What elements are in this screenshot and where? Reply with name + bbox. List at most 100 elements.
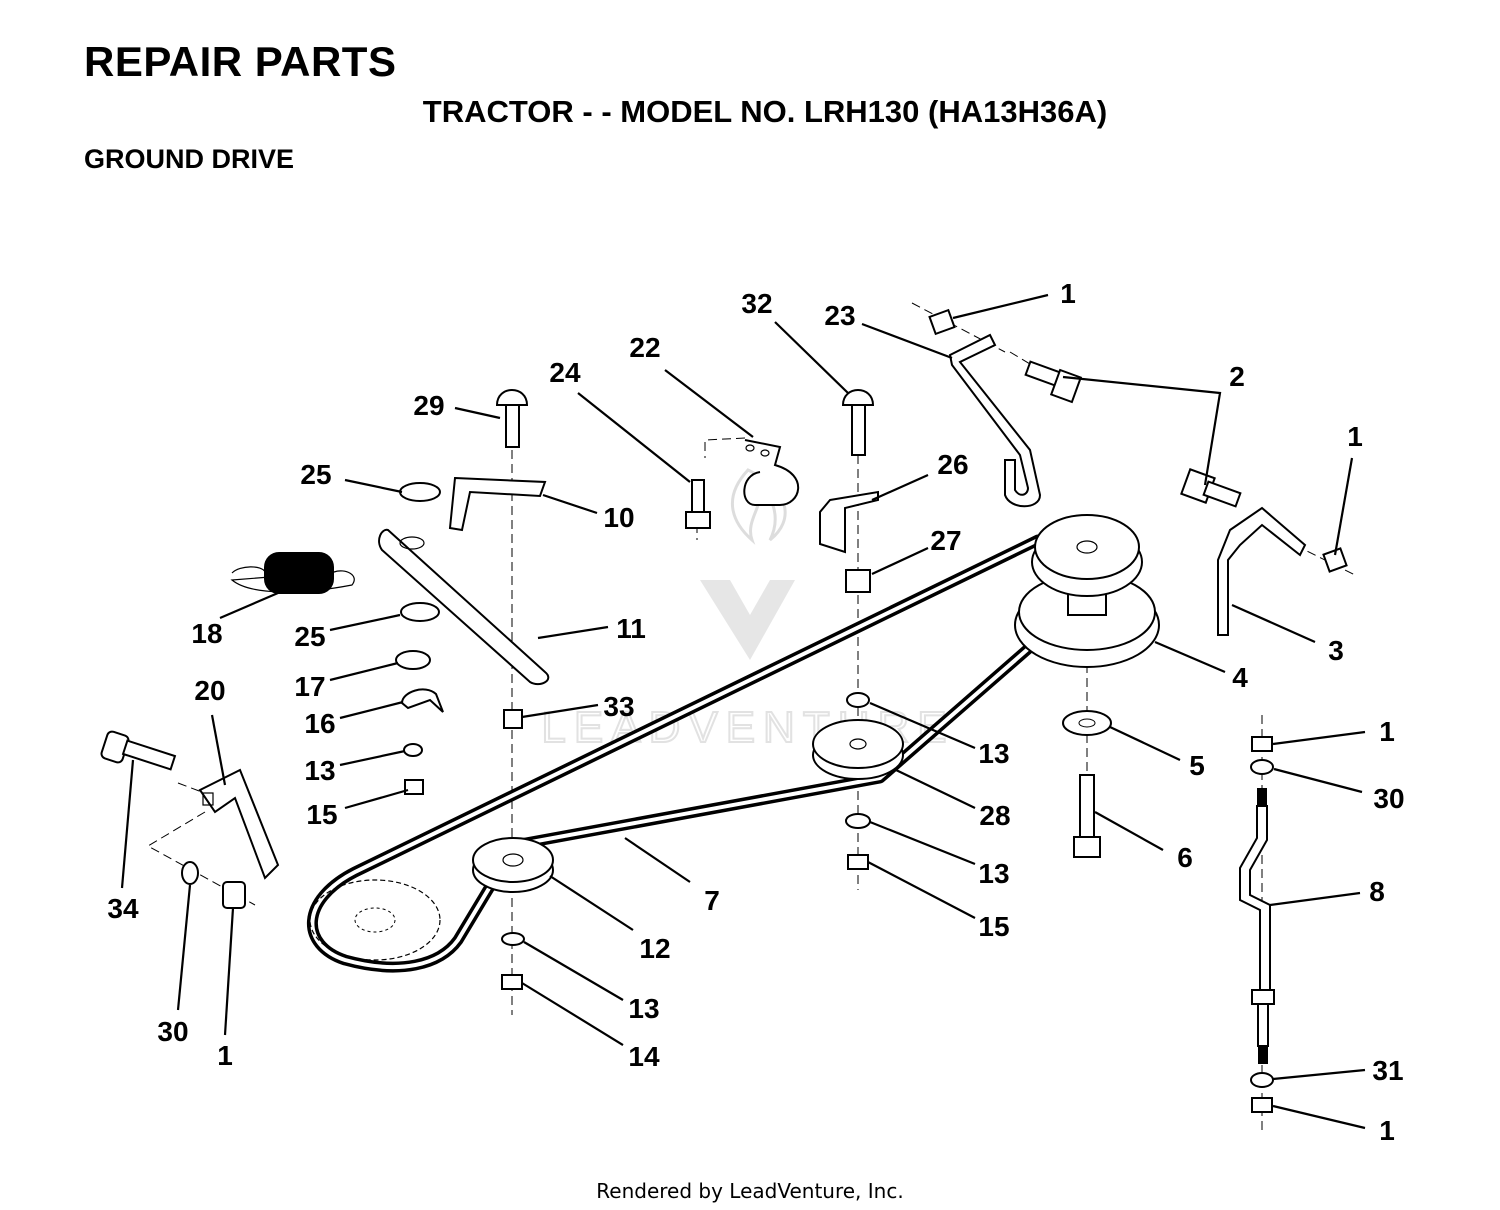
callout-label: 32 xyxy=(741,288,772,319)
bracket-22-body xyxy=(743,439,800,506)
spring-coil xyxy=(264,552,334,594)
leader xyxy=(329,661,399,682)
leader xyxy=(1062,375,1222,486)
bracket-20-assembly xyxy=(100,730,280,909)
nut-14 xyxy=(501,974,523,990)
callout-label: 29 xyxy=(413,390,444,421)
leader xyxy=(867,861,976,919)
idler-pulley-28 xyxy=(812,719,904,780)
leader xyxy=(210,714,227,786)
callout-label: 13 xyxy=(978,738,1009,769)
callout-label: 28 xyxy=(979,800,1010,831)
callout-label: 33 xyxy=(603,691,634,722)
callout-label: 13 xyxy=(628,993,659,1024)
center-hardware-stack xyxy=(819,389,879,870)
spacer-17 xyxy=(395,650,431,670)
callout-label: 4 xyxy=(1232,662,1248,693)
bracket-10 xyxy=(448,476,547,532)
callout-label: 3 xyxy=(1328,635,1344,666)
leader xyxy=(223,907,235,1036)
nut-1 xyxy=(222,881,246,909)
leader xyxy=(1272,730,1366,746)
bracket-26 xyxy=(819,490,879,554)
leader xyxy=(1273,767,1363,794)
bracket-20 xyxy=(198,768,280,880)
leader xyxy=(861,322,953,360)
washer-13-lower xyxy=(501,932,525,946)
idler-face xyxy=(472,837,554,883)
engine-pulley-assembly xyxy=(1014,514,1160,668)
callout-label: 16 xyxy=(304,708,335,739)
callout-label: 12 xyxy=(639,933,670,964)
leader xyxy=(1333,457,1354,556)
page-title: REPAIR PARTS xyxy=(84,38,397,85)
pulley-outline xyxy=(309,879,441,961)
arm-hole xyxy=(399,536,425,550)
bolt-2-upper xyxy=(1024,360,1083,404)
watermark-logo xyxy=(700,580,795,660)
bolt-2-lower xyxy=(1180,468,1242,508)
bushing-25-lower xyxy=(400,602,440,622)
clip-16 xyxy=(400,688,444,713)
washer-31 xyxy=(1250,1072,1274,1088)
callout-label: 17 xyxy=(294,671,325,702)
bolt-6-shank xyxy=(1079,774,1095,838)
rod-23-body xyxy=(948,333,1042,508)
callout-label: 24 xyxy=(549,357,581,388)
leader xyxy=(1094,811,1164,851)
leader xyxy=(869,701,976,750)
spring-hook-right xyxy=(230,570,355,593)
spring-hook xyxy=(231,566,266,574)
callout-label: 30 xyxy=(157,1016,188,1047)
callout-label: 14 xyxy=(628,1041,660,1072)
square-hole xyxy=(202,792,214,806)
leader xyxy=(521,703,599,719)
leader xyxy=(1109,726,1181,761)
callout-label: 15 xyxy=(978,911,1009,942)
carriage-bolt-shank xyxy=(851,404,866,456)
hole xyxy=(760,449,770,457)
callout-label: 8 xyxy=(1369,876,1385,907)
nut-1 xyxy=(928,308,956,336)
callout-label: 31 xyxy=(1372,1055,1403,1086)
leader xyxy=(577,392,691,483)
nut-15 xyxy=(404,779,424,795)
callout-label: 34 xyxy=(107,893,139,924)
axis-line xyxy=(146,811,256,906)
bolt-shank xyxy=(1202,480,1242,508)
leader xyxy=(1231,603,1316,644)
washer-13-top xyxy=(846,692,870,708)
leader xyxy=(344,788,409,810)
callout-labels: 1 23 32 2 22 24 29 1 26 25 10 27 18 25 1… xyxy=(107,278,1404,1146)
nut-15 xyxy=(847,854,869,870)
carriage-bolt-shank xyxy=(505,404,520,448)
model-subtitle: TRACTOR - - MODEL NO. LRH130 (HA13H36A) xyxy=(422,94,1108,129)
lockwasher-5-hole xyxy=(1078,718,1096,728)
washer-30 xyxy=(181,861,199,885)
callout-label: 26 xyxy=(937,449,968,480)
leader xyxy=(454,406,501,420)
callout-label: 18 xyxy=(191,618,222,649)
leader xyxy=(542,493,598,515)
rod-3 xyxy=(1217,506,1307,636)
leader xyxy=(339,749,406,767)
callout-label: 6 xyxy=(1177,842,1193,873)
leader xyxy=(952,293,1049,320)
left-hardware-stack xyxy=(378,389,550,990)
callout-label: 7 xyxy=(704,885,720,916)
rod-23 xyxy=(948,333,1042,508)
callout-label: 1 xyxy=(1379,716,1395,747)
leader xyxy=(329,613,401,632)
washer-13 xyxy=(403,743,423,757)
callout-label: 10 xyxy=(603,502,634,533)
rod-8-body xyxy=(1239,805,1271,991)
washer-30 xyxy=(1250,759,1274,775)
idler-face xyxy=(812,719,904,769)
callout-label: 13 xyxy=(304,755,335,786)
leader xyxy=(1269,891,1361,907)
bushing-25-top xyxy=(399,482,441,502)
callout-label: 1 xyxy=(1379,1115,1395,1146)
leader xyxy=(344,478,403,494)
leader xyxy=(1272,1104,1366,1130)
